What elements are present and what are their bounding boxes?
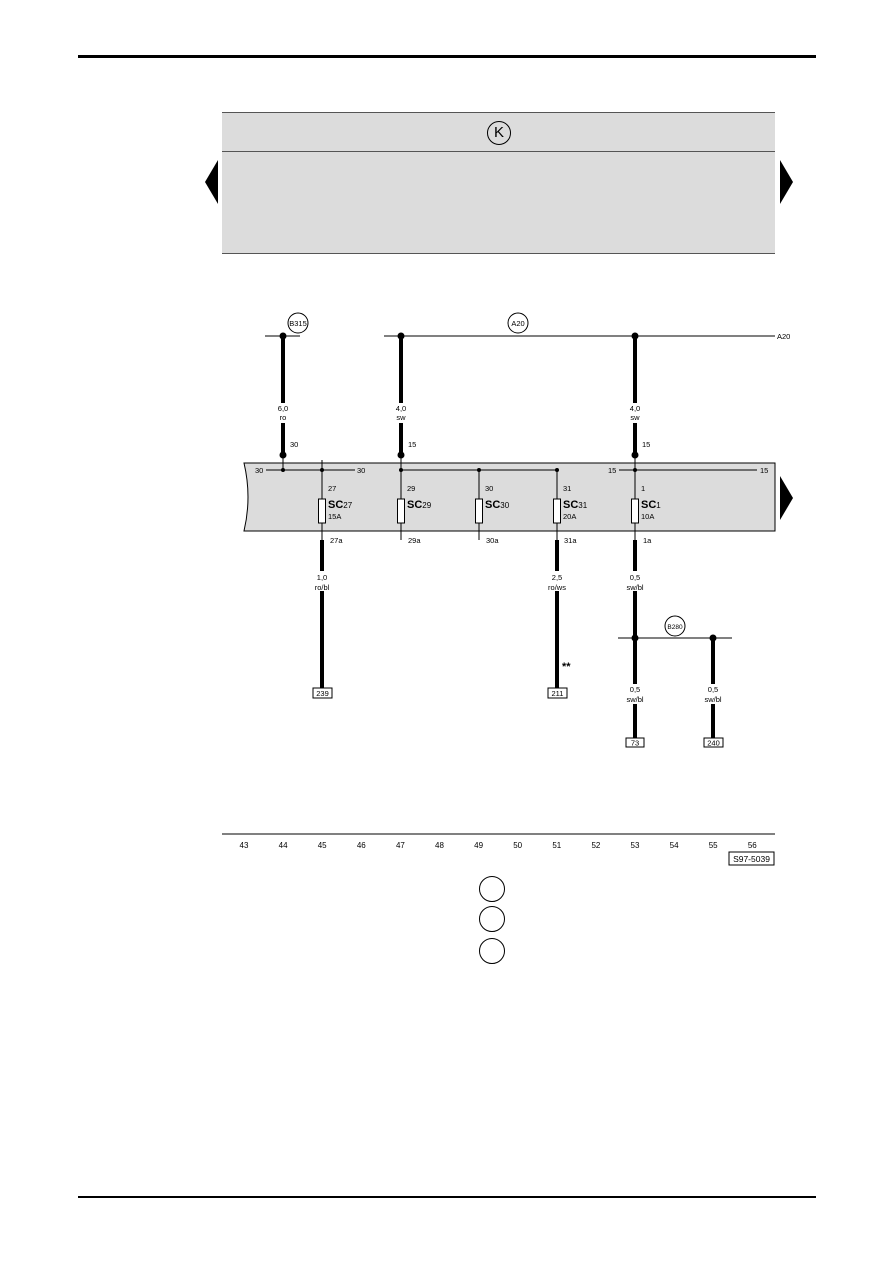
next-page-arrow-icon[interactable] <box>780 160 793 204</box>
fuse-box-band <box>243 462 776 532</box>
wire-color: sw <box>630 413 640 422</box>
column-number: 45 <box>318 841 327 850</box>
a20-circle-label: A20 <box>511 319 524 328</box>
wire-color: sw <box>396 413 406 422</box>
bus-label-30: 30 <box>357 466 365 475</box>
wire-size: 4,0 <box>396 404 406 413</box>
a20-right-label: A20 <box>777 332 790 341</box>
bus-label-30: 30 <box>255 466 263 475</box>
column-number: 50 <box>513 841 522 850</box>
ref-box <box>703 737 724 748</box>
fuse-out: 1a <box>643 536 652 545</box>
column-number: 51 <box>552 841 561 850</box>
svg-text:0,5: 0,5 <box>630 573 640 582</box>
bottom-rule <box>78 1196 816 1198</box>
svg-text:SC30: SC30 <box>485 499 510 511</box>
column-number: 44 <box>279 841 288 850</box>
fuse-in: 29 <box>407 484 415 493</box>
svg-text:2,5: 2,5 <box>552 573 562 582</box>
column-number: 46 <box>357 841 366 850</box>
svg-text:SC27: SC27 <box>328 499 353 511</box>
b280-circle <box>664 615 686 637</box>
fuse-amp: 10A <box>641 512 654 521</box>
column-number: 54 <box>670 841 679 850</box>
svg-text:0,5: 0,5 <box>708 685 718 694</box>
fuse-in: 31 <box>563 484 571 493</box>
column-number: 43 <box>240 841 249 850</box>
fuse-out: 30a <box>486 536 499 545</box>
svg-text:1,0: 1,0 <box>317 573 327 582</box>
bus-label-15: 15 <box>608 466 616 475</box>
svg-text:240: 240 <box>707 739 720 748</box>
svg-text:0,5: 0,5 <box>630 685 640 694</box>
column-number: 52 <box>591 841 600 850</box>
header-panel: K <box>222 112 775 254</box>
column-number: 47 <box>396 841 405 850</box>
wire-size: 4,0 <box>630 404 640 413</box>
k-symbol-icon: K <box>487 121 511 145</box>
b280-label: B280 <box>667 624 683 631</box>
terminal-label: 15 <box>642 440 650 449</box>
svg-text:sw/bl: sw/bl <box>626 583 643 592</box>
column-number: 49 <box>474 841 483 850</box>
fuse-in: 27 <box>328 484 336 493</box>
wire-size: 6,0 <box>278 404 288 413</box>
svg-text:239: 239 <box>316 689 329 698</box>
top-rule <box>78 55 816 58</box>
ref-box <box>547 687 568 699</box>
column-number: 53 <box>631 841 640 850</box>
node <box>279 332 287 340</box>
legend-circle <box>479 876 505 902</box>
legend-circle <box>479 906 505 932</box>
fuse-sc27: 27 SC27 15A 27a <box>318 484 353 545</box>
svg-text:SC1: SC1 <box>641 499 661 511</box>
terminal-label: 15 <box>408 440 416 449</box>
note-marker: ** <box>562 661 571 673</box>
wire-color: ro <box>280 413 287 422</box>
fuse-out: 27a <box>330 536 343 545</box>
legend-circle <box>479 938 505 964</box>
fuse-sc1: 1 SC1 10A 1a <box>631 484 661 545</box>
column-number: 56 <box>748 841 757 850</box>
ref-box <box>312 687 333 699</box>
column-numbers: 43 44 45 46 47 48 49 50 51 52 53 54 55 56 <box>240 841 758 850</box>
next-section-arrow-icon[interactable] <box>780 476 793 520</box>
fuse-sc30: 30 SC30 30a <box>475 484 510 545</box>
fuse-amp: 20A <box>563 512 576 521</box>
svg-text:ro/bl: ro/bl <box>315 583 330 592</box>
svg-text:211: 211 <box>552 689 564 698</box>
fuse-amp: 15A <box>328 512 341 521</box>
svg-text:ro/ws: ro/ws <box>548 583 566 592</box>
node <box>397 332 405 340</box>
terminal-label: 30 <box>290 440 298 449</box>
bus-label-15: 15 <box>760 466 768 475</box>
b315-label: B315 <box>289 319 307 328</box>
svg-text:sw/bl: sw/bl <box>704 695 721 704</box>
fuse-in: 30 <box>485 484 493 493</box>
svg-text:73: 73 <box>631 739 639 748</box>
svg-text:SC31: SC31 <box>563 499 588 511</box>
header-divider <box>222 151 775 152</box>
prev-page-arrow-icon[interactable] <box>205 160 218 204</box>
svg-text:sw/bl: sw/bl <box>626 695 643 704</box>
fuse-sc29: 29 SC29 29a <box>397 484 432 545</box>
svg-text:SC29: SC29 <box>407 499 432 511</box>
fuse-out: 29a <box>408 536 421 545</box>
fuse-in: 1 <box>641 484 645 493</box>
figure-ref-box <box>728 851 775 866</box>
b315-circle <box>287 312 309 334</box>
figure-ref: S97-5039 <box>733 854 770 864</box>
fuse-out: 31a <box>564 536 577 545</box>
ref-box <box>625 737 645 748</box>
column-number: 48 <box>435 841 444 850</box>
fuse-sc31: 31 SC31 20A 31a <box>553 484 588 545</box>
node <box>631 332 639 340</box>
column-number: 55 <box>709 841 718 850</box>
a20-circle <box>507 312 529 334</box>
